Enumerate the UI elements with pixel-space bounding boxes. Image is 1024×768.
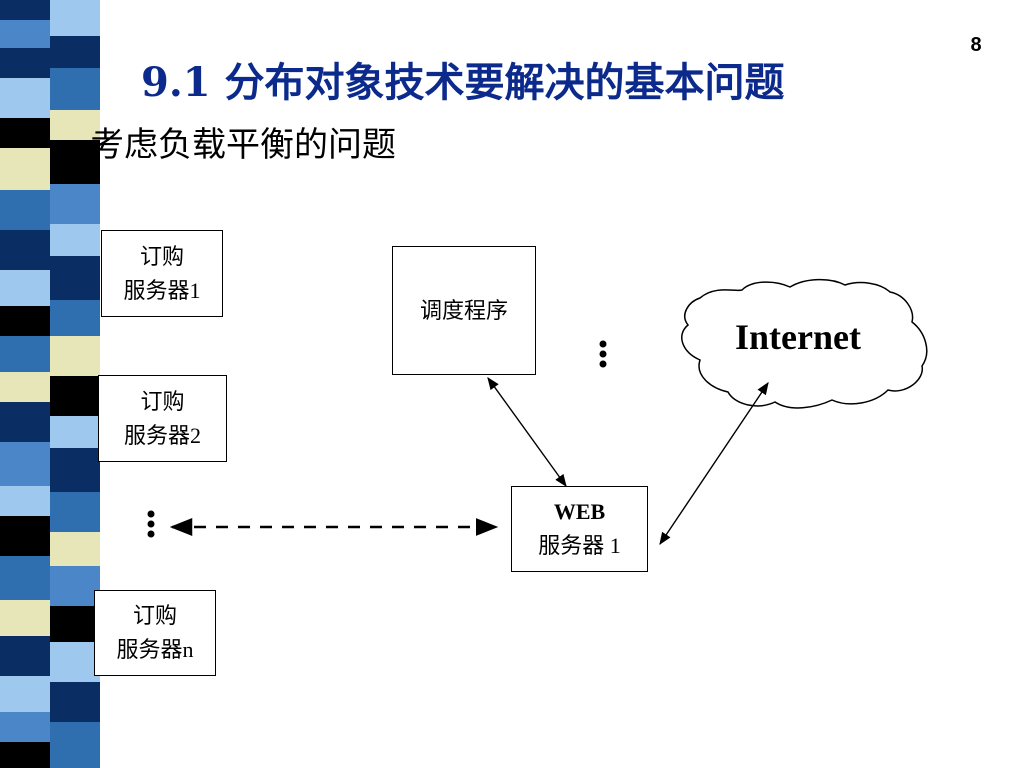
ellipsis-icon: [147, 510, 155, 538]
order-server-1-line1: 订购: [139, 243, 184, 269]
slide-title: 9.1 分布对象技术要解决的基本问题: [141, 59, 785, 106]
order-server-1-line2: 服务器1: [123, 277, 201, 303]
order-server-1-box: 订购 服务器1: [101, 230, 223, 317]
order-server-n-box: 订购 服务器n: [94, 590, 216, 676]
web-server-line2: 服务器 1: [538, 533, 621, 558]
order-server-n-line2: 服务器n: [116, 637, 194, 662]
decorative-side-strip: [0, 0, 100, 768]
order-server-2-box: 订购 服务器2: [98, 375, 227, 462]
web-server-line1: WEB: [553, 499, 606, 524]
order-server-2-line2: 服务器2: [123, 422, 201, 448]
page-number: 8: [970, 34, 982, 56]
internet-cloud-shape: [681, 278, 928, 409]
web-server-box: WEB 服务器 1: [511, 486, 648, 572]
order-server-n-line1: 订购: [132, 603, 177, 628]
internet-label: Internet: [735, 317, 861, 357]
scheduler-web-arrow: [487, 376, 567, 488]
bullet-text: 考虑负载平衡的问题: [90, 125, 396, 165]
order-server-2-line1: 订购: [140, 388, 185, 414]
ellipsis-icon: [599, 340, 607, 368]
web-internet-arrow: [659, 381, 769, 546]
scheduler-box: 调度程序: [392, 246, 536, 375]
scheduler-label: 调度程序: [419, 297, 508, 323]
